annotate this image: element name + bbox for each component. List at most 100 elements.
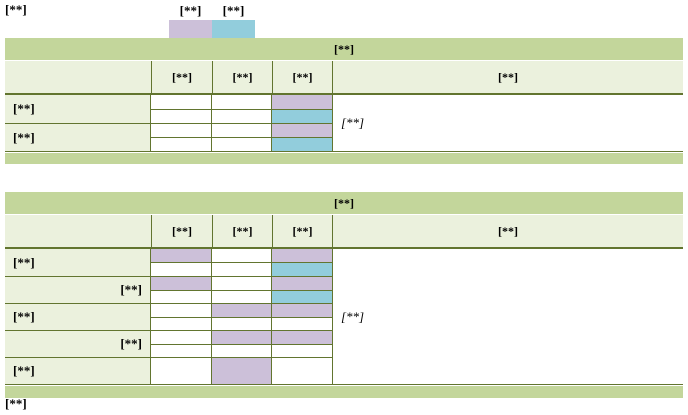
data-cell-empty — [212, 95, 272, 109]
table-row: [**] — [5, 249, 332, 276]
teal-swatch-icon — [212, 20, 255, 38]
data-cell-purple — [272, 331, 332, 344]
table-2-body: [**][**][**][**][**] [**] — [5, 249, 683, 385]
sub-row-stack — [151, 358, 332, 384]
sub-row — [151, 95, 332, 109]
data-cell-empty — [212, 124, 272, 137]
data-cell-purple — [272, 277, 332, 290]
legend-item-purple: [**] — [169, 2, 212, 38]
data-cell-empty — [212, 249, 272, 262]
data-cell-purple — [272, 95, 332, 109]
sub-row — [151, 331, 332, 344]
data-cell-purple — [151, 249, 212, 262]
sub-row-stack — [151, 249, 332, 276]
data-cell-teal — [272, 138, 332, 151]
column-header-3: [**] — [273, 215, 333, 247]
column-header-1: [**] — [152, 215, 213, 247]
sub-row — [151, 108, 332, 123]
data-cell-empty — [151, 304, 212, 317]
sub-row-stack — [151, 124, 332, 151]
data-cell-teal — [272, 290, 332, 303]
data-cell-empty — [212, 263, 272, 276]
data-cell-empty — [212, 290, 272, 303]
table-2-title: [**] — [5, 192, 683, 215]
data-cell-empty — [151, 317, 212, 330]
column-header-empty — [5, 61, 152, 93]
row-label: [**] — [5, 249, 151, 276]
data-cell-empty — [151, 344, 212, 357]
bottom-redaction-note: [**] — [5, 396, 27, 411]
table-2-merged-cell: [**] — [333, 249, 683, 384]
data-cell-empty — [212, 317, 272, 330]
sub-row — [151, 304, 332, 317]
data-cell-empty — [212, 138, 272, 151]
table-row: [**] — [5, 95, 332, 123]
sub-row-stack — [151, 277, 332, 303]
table-2-rows: [**][**][**][**][**] — [5, 249, 333, 384]
sub-row — [151, 289, 332, 303]
sub-row — [151, 262, 332, 276]
row-label: [**] — [5, 304, 151, 330]
table-1: [**] [**] [**] [**] [**] [**][**] [**] — [5, 38, 683, 164]
column-header-empty — [5, 215, 152, 247]
column-header-3: [**] — [273, 61, 333, 93]
data-cell-teal — [272, 109, 332, 123]
data-cell-empty — [212, 277, 272, 290]
table-2-header-row: [**] [**] [**] [**] — [5, 215, 683, 249]
column-header-wide: [**] — [498, 69, 518, 84]
table-row: [**] — [5, 303, 332, 330]
data-cell-empty — [272, 344, 332, 357]
table-1-rows: [**][**] — [5, 95, 333, 151]
legend: [**] [**] — [169, 2, 255, 38]
merged-note: [**] — [341, 115, 365, 130]
merged-note: [**] — [341, 308, 365, 324]
column-header-2: [**] — [213, 215, 273, 247]
data-cell-empty — [151, 358, 212, 384]
data-cell-purple — [212, 304, 272, 317]
column-header-2: [**] — [213, 61, 273, 93]
data-cell-empty — [212, 344, 272, 357]
table-2: [**] [**] [**] [**] [**] [**][**][**][**… — [5, 192, 683, 398]
table-1-title: [**] — [5, 38, 683, 61]
data-cell-empty — [272, 358, 332, 384]
sub-row — [151, 316, 332, 330]
column-header-wide: [**] — [498, 223, 518, 238]
data-cell-empty — [212, 109, 272, 123]
table-1-footer-bar — [5, 153, 683, 164]
data-cell-empty — [151, 124, 212, 137]
table-row: [**] — [5, 123, 332, 151]
table-row: [**] — [5, 357, 332, 384]
data-cell-teal — [272, 263, 332, 276]
row-label: [**] — [5, 358, 151, 384]
data-cell-empty — [151, 95, 212, 109]
data-cell-purple — [272, 124, 332, 137]
data-cell-empty — [151, 109, 212, 123]
sub-row-stack — [151, 95, 332, 123]
purple-swatch-icon — [169, 20, 212, 38]
sub-row-stack — [151, 331, 332, 357]
legend-label-teal: [**] — [222, 3, 245, 18]
sub-row — [151, 137, 332, 151]
row-label: [**] — [5, 95, 151, 123]
top-redaction-note: [**] — [5, 2, 27, 17]
data-cell-purple — [212, 331, 272, 344]
sub-row — [151, 343, 332, 357]
table-1-merged-cell: [**] — [333, 95, 683, 151]
row-label: [**] — [5, 277, 151, 303]
legend-label-purple: [**] — [179, 3, 202, 18]
data-cell-empty — [151, 138, 212, 151]
sub-row — [151, 124, 332, 137]
data-cell-empty — [151, 263, 212, 276]
data-cell-purple — [151, 277, 212, 290]
data-cell-purple — [212, 358, 272, 384]
table-1-body: [**][**] [**] — [5, 95, 683, 152]
sub-row — [151, 249, 332, 262]
data-cell-empty — [272, 317, 332, 330]
sub-row-stack — [151, 304, 332, 330]
row-label: [**] — [5, 124, 151, 151]
sub-row — [151, 358, 332, 384]
legend-item-teal: [**] — [212, 2, 255, 38]
table-row: [**] — [5, 276, 332, 303]
table-2-footer-bar — [5, 386, 683, 398]
